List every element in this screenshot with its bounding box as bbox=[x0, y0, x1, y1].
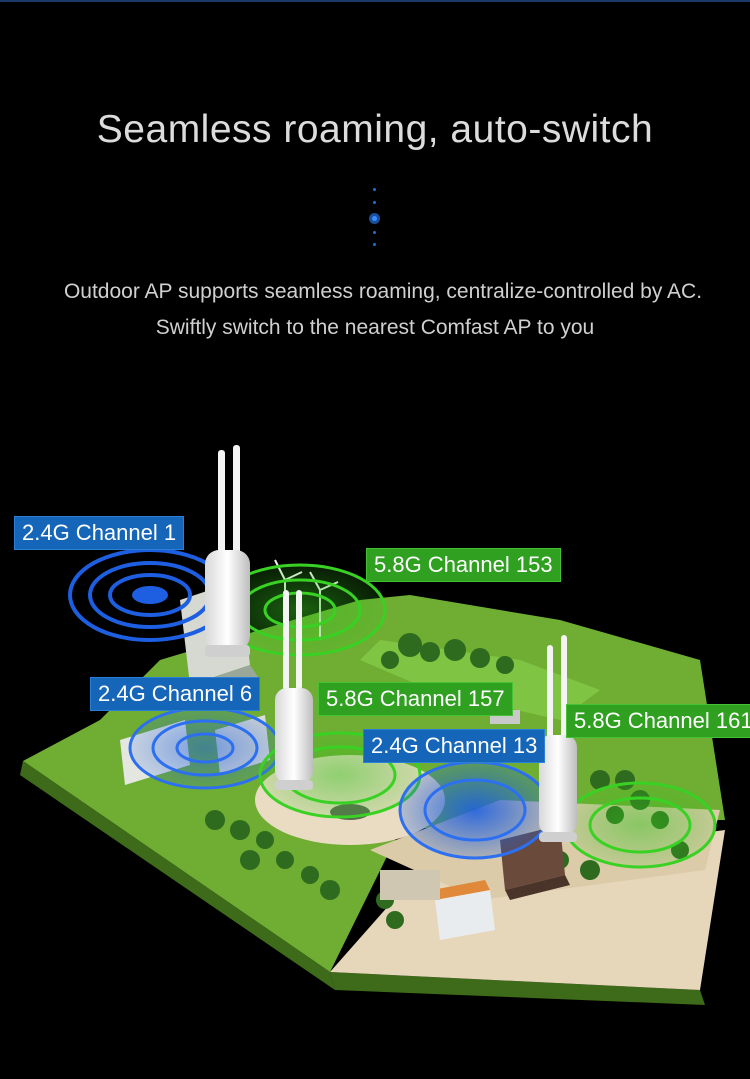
label-24g-channel-13: 2.4G Channel 13 bbox=[363, 729, 546, 763]
access-point-1 bbox=[205, 445, 250, 657]
label-24g-channel-6: 2.4G Channel 6 bbox=[90, 677, 261, 711]
wifi-wave-24g-ch13 bbox=[398, 760, 552, 860]
top-border bbox=[0, 0, 750, 2]
wifi-wave-24g-ch6 bbox=[128, 706, 282, 790]
city-illustration bbox=[20, 445, 725, 1005]
page-title: Seamless roaming, auto-switch bbox=[96, 108, 654, 151]
description-line-1: Outdoor AP supports seamless roaming, ce… bbox=[63, 280, 703, 303]
access-point-3 bbox=[539, 635, 577, 842]
label-24g-channel-1: 2.4G Channel 1 bbox=[14, 516, 185, 550]
label-58g-channel-153: 5.8G Channel 153 bbox=[366, 548, 561, 582]
description-line-2: Swiftly switch to the nearest Comfast AP… bbox=[155, 316, 595, 339]
wifi-wave-58g-ch161 bbox=[563, 781, 717, 869]
label-58g-channel-157: 5.8G Channel 157 bbox=[318, 682, 513, 716]
access-point-2 bbox=[275, 590, 313, 790]
decorative-dots bbox=[364, 186, 386, 250]
label-58g-channel-161: 5.8G Channel 161 bbox=[566, 704, 750, 738]
